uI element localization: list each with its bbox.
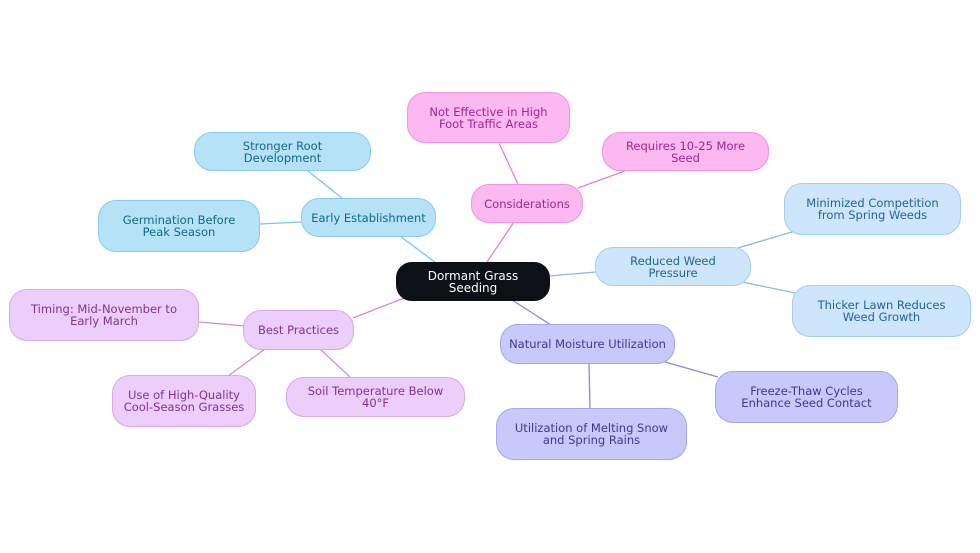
- leaf-label: Stronger Root Development: [242, 138, 323, 165]
- leaf-label: Thicker Lawn Reduces Weed Growth: [817, 298, 946, 324]
- connector-considerations-seed: [577, 170, 626, 189]
- branch-label: Considerations: [484, 196, 570, 211]
- connector-center-moisture: [511, 299, 552, 326]
- leaf-label: Requires 10-25 More Seed: [625, 138, 746, 165]
- leaf-label: Utilization of Melting Snow and Spring R…: [514, 421, 669, 447]
- leaf-germination-before-peak-season: Germination Before Peak Season: [98, 200, 260, 252]
- connector-considerations-foot: [498, 142, 519, 185]
- connector-weed-competition: [737, 230, 796, 249]
- branch-considerations: Considerations: [471, 184, 583, 223]
- connector-center-practices: [352, 296, 408, 319]
- leaf-high-quality-grasses: Use of High-Quality Cool-Season Grasses: [112, 375, 256, 427]
- center-node: Dormant Grass Seeding: [396, 262, 550, 301]
- branch-early-establishment: Early Establishment: [301, 198, 436, 237]
- branch-label: Best Practices: [257, 323, 340, 337]
- leaf-label: Timing: Mid-November to Early March: [31, 302, 177, 328]
- leaf-freeze-thaw-cycles: Freeze-Thaw Cycles Enhance Seed Contact: [715, 371, 898, 423]
- connector-center-early: [399, 235, 441, 267]
- branch-label: Natural Moisture Utilization: [509, 337, 666, 351]
- connector-center-weed: [548, 271, 597, 277]
- leaf-label: Use of High-Quality Cool-Season Grasses: [123, 388, 245, 414]
- leaf-label: Minimized Competition from Spring Weeds: [806, 196, 939, 222]
- leaf-not-effective-high-foot-traffic: Not Effective in High Foot Traffic Areas: [407, 92, 570, 143]
- leaf-timing: Timing: Mid-November to Early March: [9, 289, 199, 341]
- leaf-minimized-competition: Minimized Competition from Spring Weeds: [784, 183, 961, 235]
- center-node-label: Dormant Grass Seeding: [427, 268, 519, 295]
- leaf-thicker-lawn: Thicker Lawn Reduces Weed Growth: [792, 285, 971, 337]
- branch-best-practices: Best Practices: [243, 310, 354, 350]
- leaf-stronger-root-development: Stronger Root Development: [194, 132, 371, 171]
- branch-label: Reduced Weed Pressure: [630, 253, 716, 280]
- connector-moisture-snow: [588, 363, 591, 409]
- leaf-melting-snow-spring-rains: Utilization of Melting Snow and Spring R…: [496, 408, 687, 460]
- leaf-label: Not Effective in High Foot Traffic Areas: [429, 104, 548, 131]
- connector-practices-timing: [198, 321, 246, 327]
- leaf-label: Germination Before Peak Season: [122, 213, 236, 239]
- connector-early-root: [307, 170, 343, 199]
- connector-practices-soil: [319, 348, 351, 378]
- leaf-soil-temperature: Soil Temperature Below 40°F: [286, 377, 465, 417]
- branch-natural-moisture-utilization: Natural Moisture Utilization: [500, 324, 675, 364]
- connector-practices-grasses: [227, 348, 266, 377]
- leaf-label: Freeze-Thaw Cycles Enhance Seed Contact: [741, 384, 872, 410]
- connector-weed-lawn: [741, 281, 801, 295]
- branch-reduced-weed-pressure: Reduced Weed Pressure: [595, 247, 751, 286]
- leaf-label: Soil Temperature Below 40°F: [307, 384, 444, 410]
- connector-moisture-freeze: [664, 361, 719, 378]
- connector-center-considerations: [486, 221, 515, 263]
- connector-early-germination: [259, 221, 303, 225]
- leaf-requires-more-seed: Requires 10-25 More Seed: [602, 132, 769, 171]
- branch-label: Early Establishment: [311, 210, 426, 225]
